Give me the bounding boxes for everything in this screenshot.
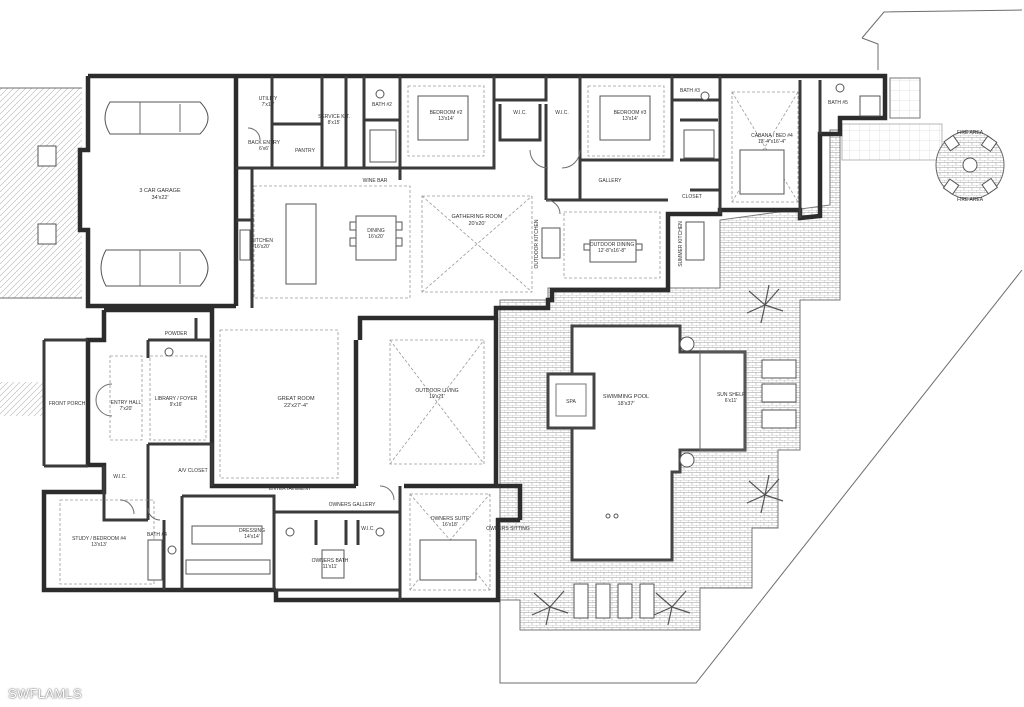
sun-shelf-size: 6'x11' <box>725 398 737 404</box>
study-size: 13'x13' <box>91 542 107 548</box>
great-room-label: GREAT ROOM <box>277 396 314 402</box>
entry-hall-size: 7'x20' <box>120 406 133 412</box>
owners-gallery-label: OWNERS GALLERY <box>329 502 377 508</box>
wic-label-b: W.I.C. <box>555 110 569 116</box>
palm-tree <box>531 284 784 626</box>
fixtures <box>100 83 881 581</box>
powder-label: POWDER <box>165 331 188 337</box>
fire-area-label: FIRE AREA <box>957 130 984 136</box>
garage-label: 3 CAR GARAGE <box>139 188 181 194</box>
owners-suite-label: OWNERS SUITE <box>431 516 470 522</box>
sun-shelf-label: SUN SHELF <box>717 392 745 398</box>
av-closet-label: A/V CLOSET <box>178 468 207 474</box>
bedroom-2-label: BEDROOM #2 <box>430 110 463 116</box>
kitchen-size: 16'x20' <box>254 244 270 250</box>
outdoor-kitchen-label: OUTDOOR KITCHEN <box>534 219 540 268</box>
outdoor-living-size: 19'x21' <box>429 394 445 400</box>
swimming-pool-size: 18'x37' <box>617 401 634 407</box>
entertainment-label: ENTERTAINMENT <box>269 486 311 492</box>
doors <box>95 127 581 521</box>
summer-kitchen-label: SUMMER KITCHEN <box>678 221 684 267</box>
dressing-label: DRESSING <box>239 528 265 534</box>
library-size: 9'x16' <box>170 402 183 408</box>
dining-size: 16'x20' <box>368 234 384 240</box>
bath-2-label: BATH #2 <box>372 102 392 108</box>
utility-size: 7'x10' <box>262 102 275 108</box>
swimming-pool-label: SWIMMING POOL <box>603 394 649 400</box>
service-kit-label: SERVICE KIT. <box>318 114 350 120</box>
spa-label: SPA <box>566 399 576 405</box>
bath-4-label: BATH #4 <box>147 532 167 538</box>
lot-line <box>499 9 1023 684</box>
cabana-label: CABANA / BED #4 <box>751 133 793 139</box>
gathering-room-size: 20'x20' <box>468 221 485 227</box>
fire-area: FIRE AREA FIRE AREA <box>935 130 1005 203</box>
bath-5-label: BATH #5 <box>828 100 848 106</box>
closet-label: CLOSET <box>682 194 702 200</box>
gallery-label: GALLERY <box>599 178 623 184</box>
room-labels: 3 CAR GARAGE 34'x22' UTILITY 7'x10' BACK… <box>49 88 848 570</box>
great-room-size: 22'x27'-4" <box>284 403 308 409</box>
gathering-room-label: GATHERING ROOM <box>452 214 503 220</box>
driveway <box>0 87 82 416</box>
wic-owner-label: W.I.C. <box>361 526 375 532</box>
owners-bath-label: OWNERS BATH <box>312 558 349 564</box>
owners-sitting-label: OWNERS SITTING <box>486 526 530 532</box>
back-entry-size: 6'x6' <box>259 146 269 152</box>
pantry-label: PANTRY <box>295 148 315 154</box>
utility-label: UTILITY <box>259 96 278 102</box>
wine-bar-label: WINE BAR <box>363 178 388 184</box>
owners-suite-size: 16'x18' <box>442 522 458 528</box>
outdoor-dining-label: OUTDOOR DINING <box>590 242 635 248</box>
outdoor-living-label: OUTDOOR LIVING <box>415 388 458 394</box>
front-porch-label: FRONT PORCH <box>49 401 86 407</box>
wic-label-a: W.I.C. <box>513 110 527 116</box>
bedroom-2-size: 13'x14' <box>438 116 454 122</box>
fire-area-label-2: FIRE AREA <box>957 197 984 203</box>
library-label: LIBRARY / FOYER <box>155 396 198 402</box>
cabana-size: 13'-4"x16'-4" <box>758 139 786 145</box>
watermark: SWFLAMLS <box>8 686 82 701</box>
dining-label: DINING <box>367 228 385 234</box>
bedroom-3-size: 13'x14' <box>622 116 638 122</box>
study-label: STUDY / BEDROOM #4 <box>72 536 126 542</box>
back-entry-label: BACK ENTRY <box>248 140 281 146</box>
swimming-pool <box>546 324 797 619</box>
bedroom-3-label: BEDROOM #3 <box>614 110 647 116</box>
outdoor-dining-size: 12'-8"x16'-8" <box>598 248 626 254</box>
service-kit-size: 8'x15' <box>328 120 341 126</box>
wic-hall-label: W.I.C. <box>113 474 127 480</box>
kitchen-label: KITCHEN <box>251 238 273 244</box>
bath-3-label: BATH #3 <box>680 88 700 94</box>
owners-bath-size: 11'x11' <box>323 564 338 570</box>
entry-hall-label: ENTRY HALL <box>111 400 142 406</box>
dressing-size: 14'x14' <box>244 534 260 540</box>
garage-size: 34'x22' <box>151 195 168 201</box>
